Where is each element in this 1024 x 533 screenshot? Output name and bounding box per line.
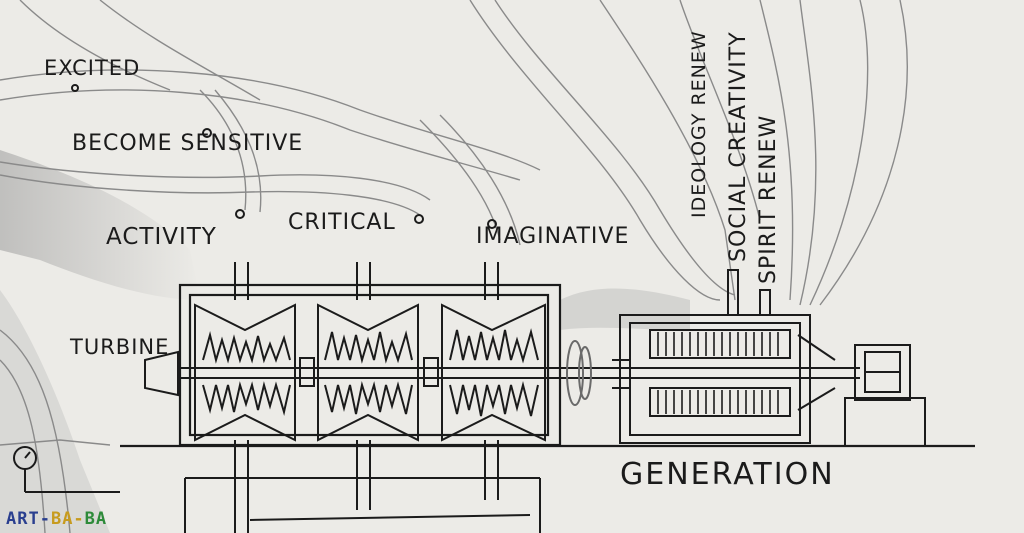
label-excited: EXCITED [44, 56, 141, 80]
turbine-stage-3 [441, 303, 546, 442]
generator-body [612, 314, 836, 444]
turbine-stages [194, 303, 546, 442]
pencil-shading-middle [560, 288, 690, 330]
generator-windings [657, 332, 779, 414]
label-markers [71, 84, 497, 229]
label-turbine: TURBINE [70, 335, 170, 359]
generator-output-stacks [727, 269, 771, 316]
pressure-gauge-icon [13, 446, 120, 493]
turbine-housing [120, 283, 975, 448]
label-social-creativity: SOCIAL CREATIVITY [726, 31, 751, 262]
label-imaginative: IMAGINATIVE [476, 224, 630, 249]
pencil-shading-left [0, 150, 200, 300]
label-become-sensitive: BECOME SENSITIVE [72, 131, 304, 156]
label-critical: CRITICAL [288, 210, 396, 235]
coupling [566, 340, 592, 406]
pencil-shading-lower [0, 290, 110, 533]
flowing-pencil-lines [0, 0, 908, 533]
watermark-logo: ART-BA-BA [6, 509, 108, 529]
label-ideology-renew: IDEOLOGY RENEW [688, 30, 710, 218]
intake-pipes [234, 262, 499, 300]
outlet-pipes [184, 440, 541, 533]
label-spirit-renew: SPIRIT RENEW [756, 114, 781, 284]
exciter-unit [844, 344, 926, 447]
main-shaft [144, 350, 860, 397]
label-generation: GENERATION [620, 457, 835, 492]
label-activity: ACTIVITY [106, 224, 217, 250]
turbine-stage-2 [317, 303, 419, 442]
turbine-stage-1 [194, 303, 296, 442]
